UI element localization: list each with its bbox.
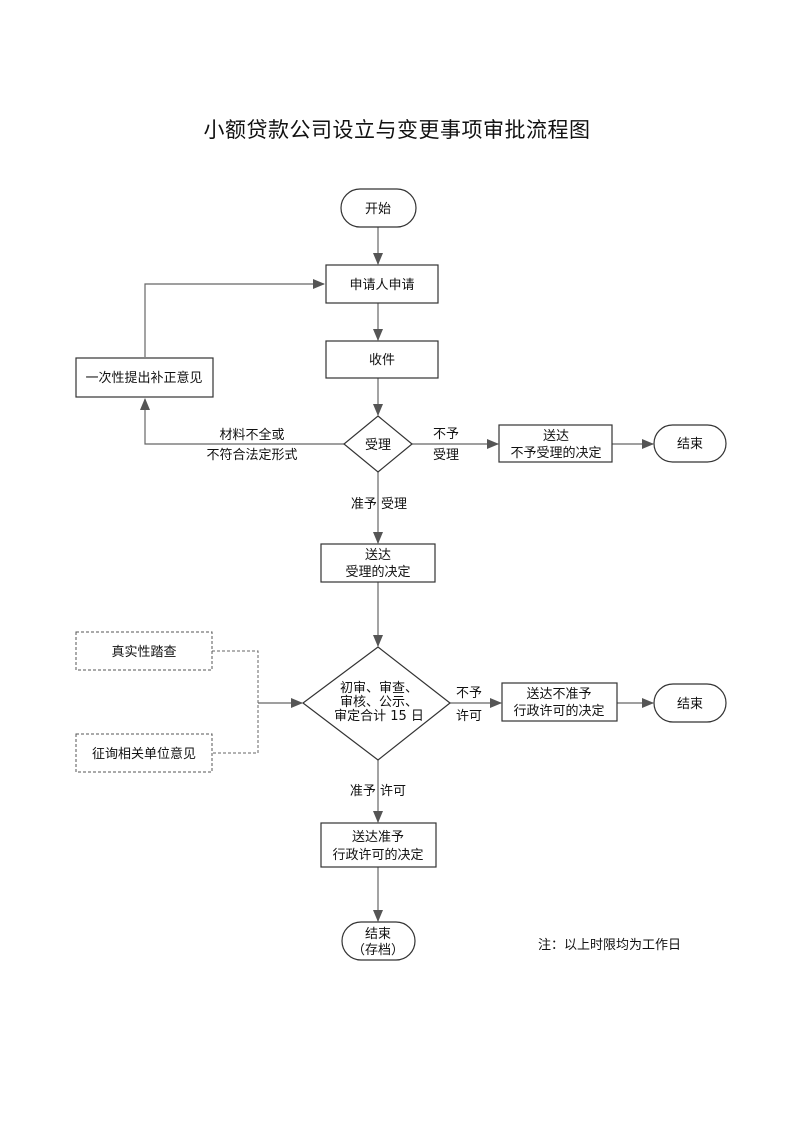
start-node [340, 188, 417, 228]
apply-node [325, 264, 439, 304]
edge-label-not-permit-1: 不予 [456, 686, 482, 701]
accept-decision-label: 受理 [365, 438, 391, 453]
review-decision-node [302, 646, 451, 761]
verify-label: 真实性踏查 [111, 645, 176, 660]
page-title: 小额贷款公司设立与变更事项审批流程图 [203, 118, 591, 142]
supplement-node [75, 357, 214, 398]
permit-notice-line1: 送达准予 [352, 830, 404, 845]
consult-label: 征询相关单位意见 [92, 746, 196, 762]
receive-label: 收件 [369, 353, 395, 368]
connectors [140, 227, 654, 922]
start-label: 开始 [365, 202, 391, 217]
end-node-2 [653, 683, 727, 723]
edge-label-not-permit-2: 许可 [456, 709, 482, 724]
edge-label-incomplete-1: 材料不全或 [219, 427, 284, 443]
end-2-label: 结束 [677, 697, 703, 712]
end-archive-node [341, 921, 416, 961]
edge-label-not-accept-1: 不予 [433, 427, 459, 442]
verify-node [75, 631, 213, 671]
accept-notice-line1: 送达 [365, 548, 391, 563]
end-node-1 [653, 424, 727, 463]
reject-accept-notice-node [498, 424, 613, 463]
edge-label-not-accept-2: 受理 [433, 448, 459, 463]
review-line1: 初审、审查、 [340, 681, 418, 696]
permit-notice-line2: 行政许可的决定 [332, 847, 423, 863]
permit-notice-node [320, 822, 437, 868]
arrow-accept-to-supplement [140, 398, 344, 445]
receive-node [325, 340, 439, 379]
edge-label-accept: 准予 受理 [351, 497, 407, 512]
reject-permit-line1: 送达不准予 [526, 687, 591, 702]
dashed-bracket [212, 650, 259, 754]
reject-accept-notice-line1: 送达 [543, 429, 569, 444]
reject-permit-notice-node [501, 682, 618, 722]
review-line3: 审定合计 15 日 [334, 709, 424, 724]
footnote: 注：以上时限均为工作日 [538, 938, 682, 953]
accept-decision-node [343, 415, 413, 473]
accept-notice-line2: 受理的决定 [345, 564, 410, 580]
apply-label: 申请人申请 [349, 278, 414, 293]
reject-accept-notice-line2: 不予受理的决定 [510, 445, 601, 461]
edge-label-incomplete-2: 不符合法定形式 [206, 447, 297, 463]
edge-label-permit: 准予 许可 [350, 784, 406, 799]
accept-notice-node [320, 543, 436, 583]
end-archive-line2: （存档） [352, 943, 404, 958]
reject-permit-line2: 行政许可的决定 [513, 703, 604, 719]
review-line2: 审核、公示、 [340, 695, 418, 710]
end-archive-line1: 结束 [365, 927, 391, 942]
consult-node [75, 733, 213, 773]
arrow-supplement-to-apply [144, 279, 325, 357]
end-1-label: 结束 [677, 437, 703, 452]
supplement-label: 一次性提出补正意见 [85, 370, 202, 386]
